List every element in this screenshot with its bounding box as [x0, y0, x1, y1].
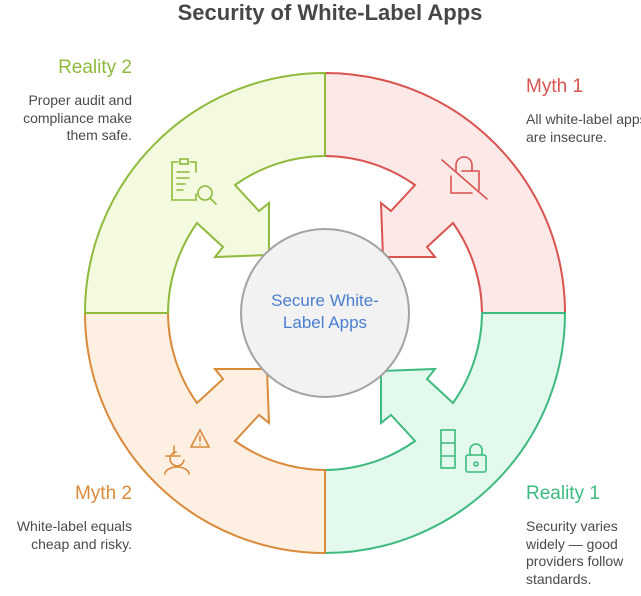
myth2-text: White-label equals: [16, 518, 132, 534]
myth2-block: Myth 2 White-label equals cheap and risk…: [0, 482, 132, 553]
diagram-title: Security of White-Label Apps: [177, 0, 483, 25]
cheap-risk-icon: [164, 428, 211, 475]
center-label: Secure White- Label Apps: [241, 290, 409, 334]
myth1-text: are insecure.: [526, 128, 607, 145]
clipboard-search-icon: [171, 158, 217, 205]
reality2-block: Reality 2 Proper audit and compliance ma…: [0, 56, 132, 145]
reality2-text: them safe.: [66, 127, 132, 143]
standards-lock-icon: [440, 429, 487, 473]
center-label-line: Label Apps: [282, 313, 368, 332]
myth1-text: All white-label apps: [526, 111, 641, 127]
myth2-heading: Myth 2: [74, 483, 132, 504]
myth1-heading: Myth 1: [526, 76, 584, 97]
reality1-text: standards.: [526, 570, 592, 587]
reality1-block: Reality 1 Security varies widely — good …: [526, 482, 641, 588]
myth1-block: Myth 1 All white-label apps are insecure…: [526, 75, 641, 146]
myth2-text: cheap and risky.: [31, 535, 132, 552]
reality1-text: widely — good: [526, 535, 618, 552]
reality1-heading: Reality 1: [526, 483, 600, 504]
center-circle: [240, 228, 410, 398]
reality2-heading: Reality 2: [58, 57, 132, 78]
reality1-text: Security varies: [526, 518, 618, 534]
reality2-text: compliance make: [23, 109, 132, 126]
center-label-line: Secure White-: [271, 291, 379, 310]
reality2-text: Proper audit and: [28, 92, 132, 108]
lock-off-icon: [441, 156, 488, 200]
reality1-text: providers follow: [526, 553, 624, 569]
